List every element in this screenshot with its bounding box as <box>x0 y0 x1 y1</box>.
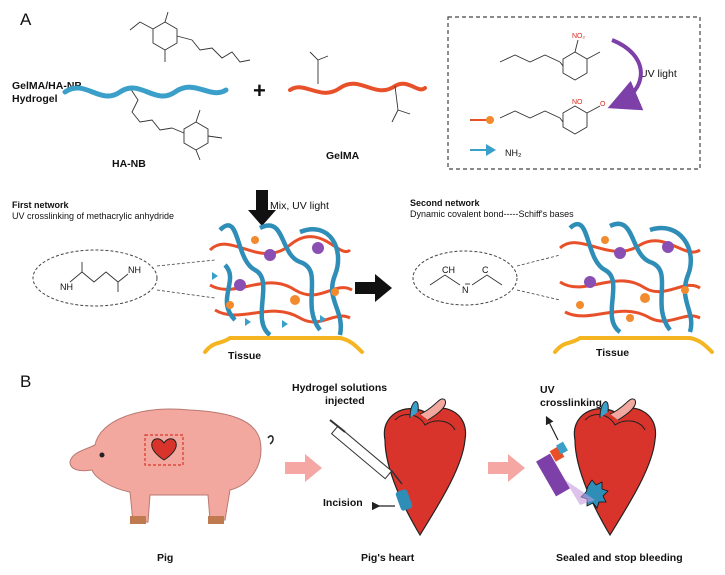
heart-illustration-1 <box>383 398 467 537</box>
legend-orange-symbol <box>486 116 494 124</box>
uv-device <box>536 441 595 505</box>
second-network-mesh <box>558 221 701 334</box>
oh-red-label: O <box>600 101 606 108</box>
uv-crosslinking-line1: UV <box>540 384 555 396</box>
syringe-illustration-1 <box>329 419 403 485</box>
down-arrow <box>248 190 276 226</box>
gelma-methacryl-groups <box>309 51 411 123</box>
first-network-title: First network <box>12 200 69 210</box>
first-network-desc: UV crosslinking of methacrylic anhydride <box>12 211 175 221</box>
heart-illustration-2 <box>573 398 657 537</box>
legend-molecule-bottom <box>499 105 601 135</box>
legend-molecule-top <box>499 39 601 81</box>
zoom-left-nh-top: NH <box>128 265 141 275</box>
zoom-ellipse-left <box>32 249 158 307</box>
zoom-right-c: C <box>482 265 489 275</box>
pig-illustration <box>69 408 274 524</box>
uv-crosslinking-line2: crosslinking <box>540 397 602 409</box>
mix-uv-label: Mix, UV light <box>270 200 329 212</box>
nh2-legend-label: NH₂ <box>505 148 522 158</box>
caption-pigs-heart: Pig's heart <box>361 552 415 564</box>
injected-label-line2: injected <box>325 395 365 407</box>
tissue-left <box>203 336 364 354</box>
right-arrow <box>355 274 392 302</box>
plus-sign: + <box>253 78 266 103</box>
second-network-title: Second network <box>410 198 480 208</box>
gelma-chain <box>288 81 427 95</box>
zoom-right-n: N <box>462 285 469 295</box>
tissue-right <box>553 336 714 354</box>
pink-arrow-1 <box>285 454 322 482</box>
no-red-label: NO <box>572 99 583 106</box>
incision-site <box>395 489 413 511</box>
pig-heart-marker <box>144 434 184 466</box>
zoom-right-ch: CH <box>442 265 455 275</box>
zoom-left-nh-bottom: NH <box>60 282 73 292</box>
injected-label-line1: Hydrogel solutions <box>292 382 388 394</box>
caption-pig: Pig <box>157 552 174 564</box>
hydrogel-label-line2: Hydrogel <box>12 93 58 105</box>
gelma-label: GelMA <box>326 150 360 162</box>
tissue-label-right: Tissue <box>596 347 630 359</box>
panel-a-label: A <box>20 10 32 29</box>
uv-curved-arrow <box>607 38 644 111</box>
pink-arrow-2 <box>488 454 525 482</box>
caption-sealed: Sealed and stop bleeding <box>556 552 683 564</box>
zoom-ellipse-right <box>412 250 518 306</box>
second-network-desc: Dynamic covalent bond-----Schiff's bases <box>410 209 574 219</box>
legend-box <box>447 16 701 170</box>
panel-b-label: B <box>20 372 32 391</box>
hanb-molecule-bottom <box>129 87 223 161</box>
no2-red-label: NO₂ <box>572 33 586 40</box>
legend-blue-symbol <box>486 144 496 156</box>
hydrogel-label-line1: GelMA/HA-NB <box>12 80 82 92</box>
uv-light-label: UV light <box>640 68 677 80</box>
first-network-mesh <box>208 223 353 337</box>
hanb-molecule-top <box>129 11 251 63</box>
tissue-label-left: Tissue <box>228 350 262 362</box>
incision-label: Incision <box>323 497 363 509</box>
ha-chain <box>62 84 229 99</box>
hanb-label: HA-NB <box>112 158 146 170</box>
